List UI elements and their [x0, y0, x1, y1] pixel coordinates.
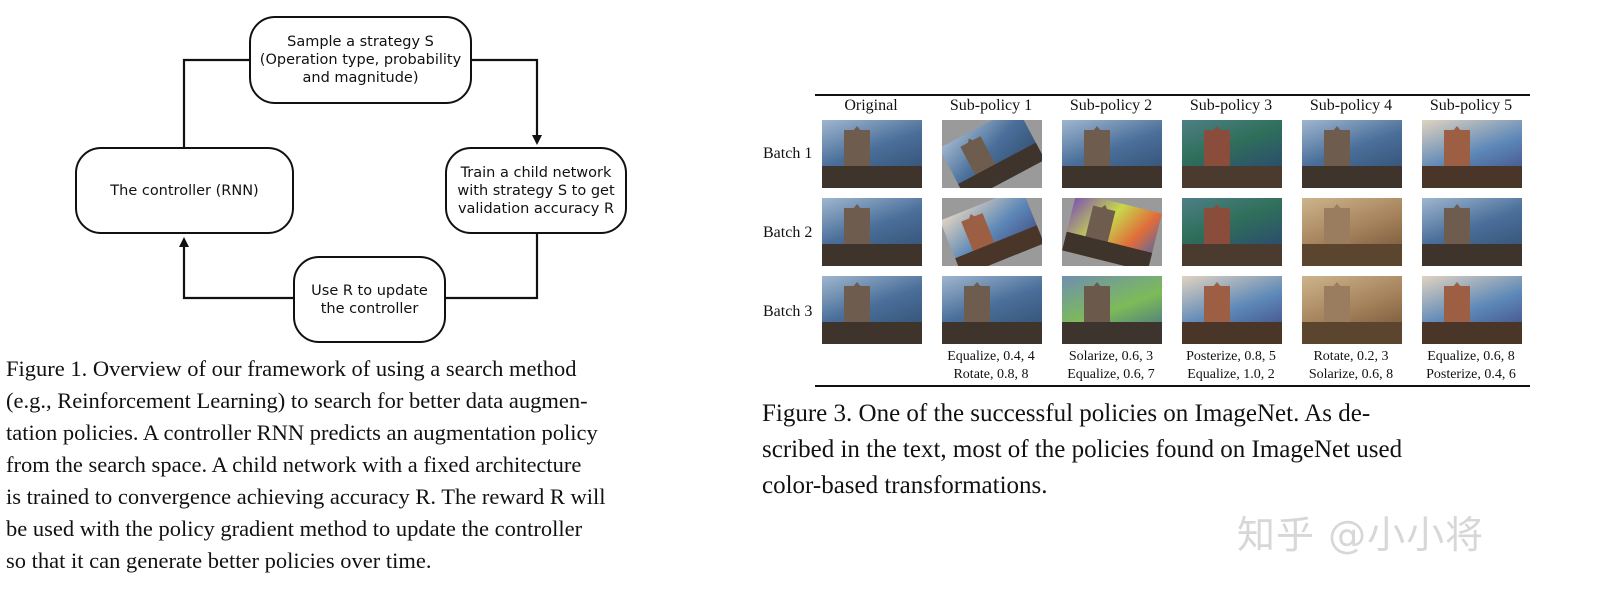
figure3-top-rule [815, 94, 1530, 96]
figure3-bottom-rule [815, 385, 1530, 387]
operation-line: Rotate, 0.8, 8 [953, 367, 1029, 382]
image-thumbnail [1062, 120, 1162, 188]
operation-line: Rotate, 0.2, 3 [1313, 349, 1389, 364]
line-train-to-update [445, 233, 539, 300]
image-thumbnail [822, 198, 922, 266]
image-thumbnail [822, 120, 922, 188]
operation-line: Equalize, 0.6, 7 [1067, 367, 1155, 382]
image-thumbnail [1182, 198, 1282, 266]
sub-policy-4-operations: Rotate, 0.2, 3 Solarize, 0.6, 8 [1291, 348, 1411, 384]
image-thumbnail [1182, 120, 1282, 188]
caption-line: be used with the policy gradient method … [6, 516, 583, 541]
sub-policy-3-operations: Posterize, 0.8, 5 Equalize, 1.0, 2 [1171, 348, 1291, 384]
node-update-controller: Use R to update the controller [293, 256, 446, 343]
caption-line: from the search space. A child network w… [6, 452, 582, 477]
row-header-batch-2: Batch 2 [763, 224, 813, 241]
caption-line: Figure 1. Overview of our framework of u… [6, 356, 577, 381]
zhihu-watermark: 知乎 @小小将 [1237, 513, 1485, 557]
operation-line: Posterize, 0.4, 6 [1426, 367, 1516, 382]
sub-policy-5-operations: Equalize, 0.6, 8 Posterize, 0.4, 6 [1411, 348, 1531, 384]
row-header-batch-3: Batch 3 [763, 303, 813, 320]
node-controller: The controller (RNN) [75, 147, 294, 234]
image-thumbnail [1062, 198, 1162, 266]
node-controller-label: The controller (RNN) [110, 182, 259, 199]
sub-policy-1-operations: Equalize, 0.4, 4 Rotate, 0.8, 8 [931, 348, 1051, 384]
image-thumbnail [1302, 198, 1402, 266]
node-train-child-label: Train a child network with strategy S to… [457, 164, 615, 217]
image-thumbnail [1062, 276, 1162, 344]
operation-line: Equalize, 0.4, 4 [947, 349, 1035, 364]
image-thumbnail [942, 198, 1042, 266]
image-thumbnail [1182, 276, 1282, 344]
operation-line: Solarize, 0.6, 8 [1308, 367, 1394, 382]
caption-line: color-based transformations. [762, 472, 1048, 499]
operation-line: Posterize, 0.8, 5 [1186, 349, 1276, 364]
image-thumbnail [1302, 120, 1402, 188]
arrow-sample-to-train [470, 58, 542, 145]
column-header-original: Original [844, 97, 898, 114]
line-controller-to-sample [182, 58, 250, 148]
column-header-sub-policy-2: Sub-policy 2 [1069, 97, 1153, 114]
caption-line: scribed in the text, most of the policie… [762, 436, 1403, 463]
image-thumbnail [822, 276, 922, 344]
figure1-caption: Figure 1. Overview of our framework of u… [6, 353, 706, 577]
image-thumbnail [942, 276, 1042, 344]
operation-line: Equalize, 0.6, 8 [1427, 349, 1515, 364]
caption-line: so that it can generate better policies … [6, 548, 432, 573]
column-header-sub-policy-4: Sub-policy 4 [1309, 97, 1393, 114]
arrow-update-to-controller [179, 237, 294, 300]
node-update-controller-label: Use R to update the controller [311, 282, 428, 317]
caption-line: (e.g., Reinforcement Learning) to search… [6, 388, 588, 413]
image-thumbnail [1422, 120, 1522, 188]
node-sample-strategy: Sample a strategy S (Operation type, pro… [249, 16, 472, 104]
operation-line: Solarize, 0.6, 3 [1068, 349, 1154, 364]
caption-line: Figure 3. One of the successful policies… [762, 400, 1371, 427]
image-thumbnail [1302, 276, 1402, 344]
node-sample-strategy-label: Sample a strategy S (Operation type, pro… [259, 34, 462, 86]
caption-line: tation policies. A controller RNN predic… [6, 420, 598, 445]
figure1-connectors [179, 58, 542, 300]
column-header-sub-policy-5: Sub-policy 5 [1429, 97, 1513, 114]
column-header-sub-policy-1: Sub-policy 1 [949, 97, 1033, 114]
caption-line: is trained to convergence achieving accu… [6, 484, 606, 509]
column-header-sub-policy-3: Sub-policy 3 [1189, 97, 1273, 114]
operation-line: Equalize, 1.0, 2 [1187, 367, 1275, 382]
row-header-batch-1: Batch 1 [763, 145, 813, 162]
sub-policy-2-operations: Solarize, 0.6, 3 Equalize, 0.6, 7 [1051, 348, 1171, 384]
figure3-caption: Figure 3. One of the successful policies… [762, 396, 1532, 504]
node-train-child: Train a child network with strategy S to… [445, 147, 627, 234]
image-thumbnail [1422, 276, 1522, 344]
image-thumbnail [942, 120, 1042, 188]
image-thumbnail [1422, 198, 1522, 266]
